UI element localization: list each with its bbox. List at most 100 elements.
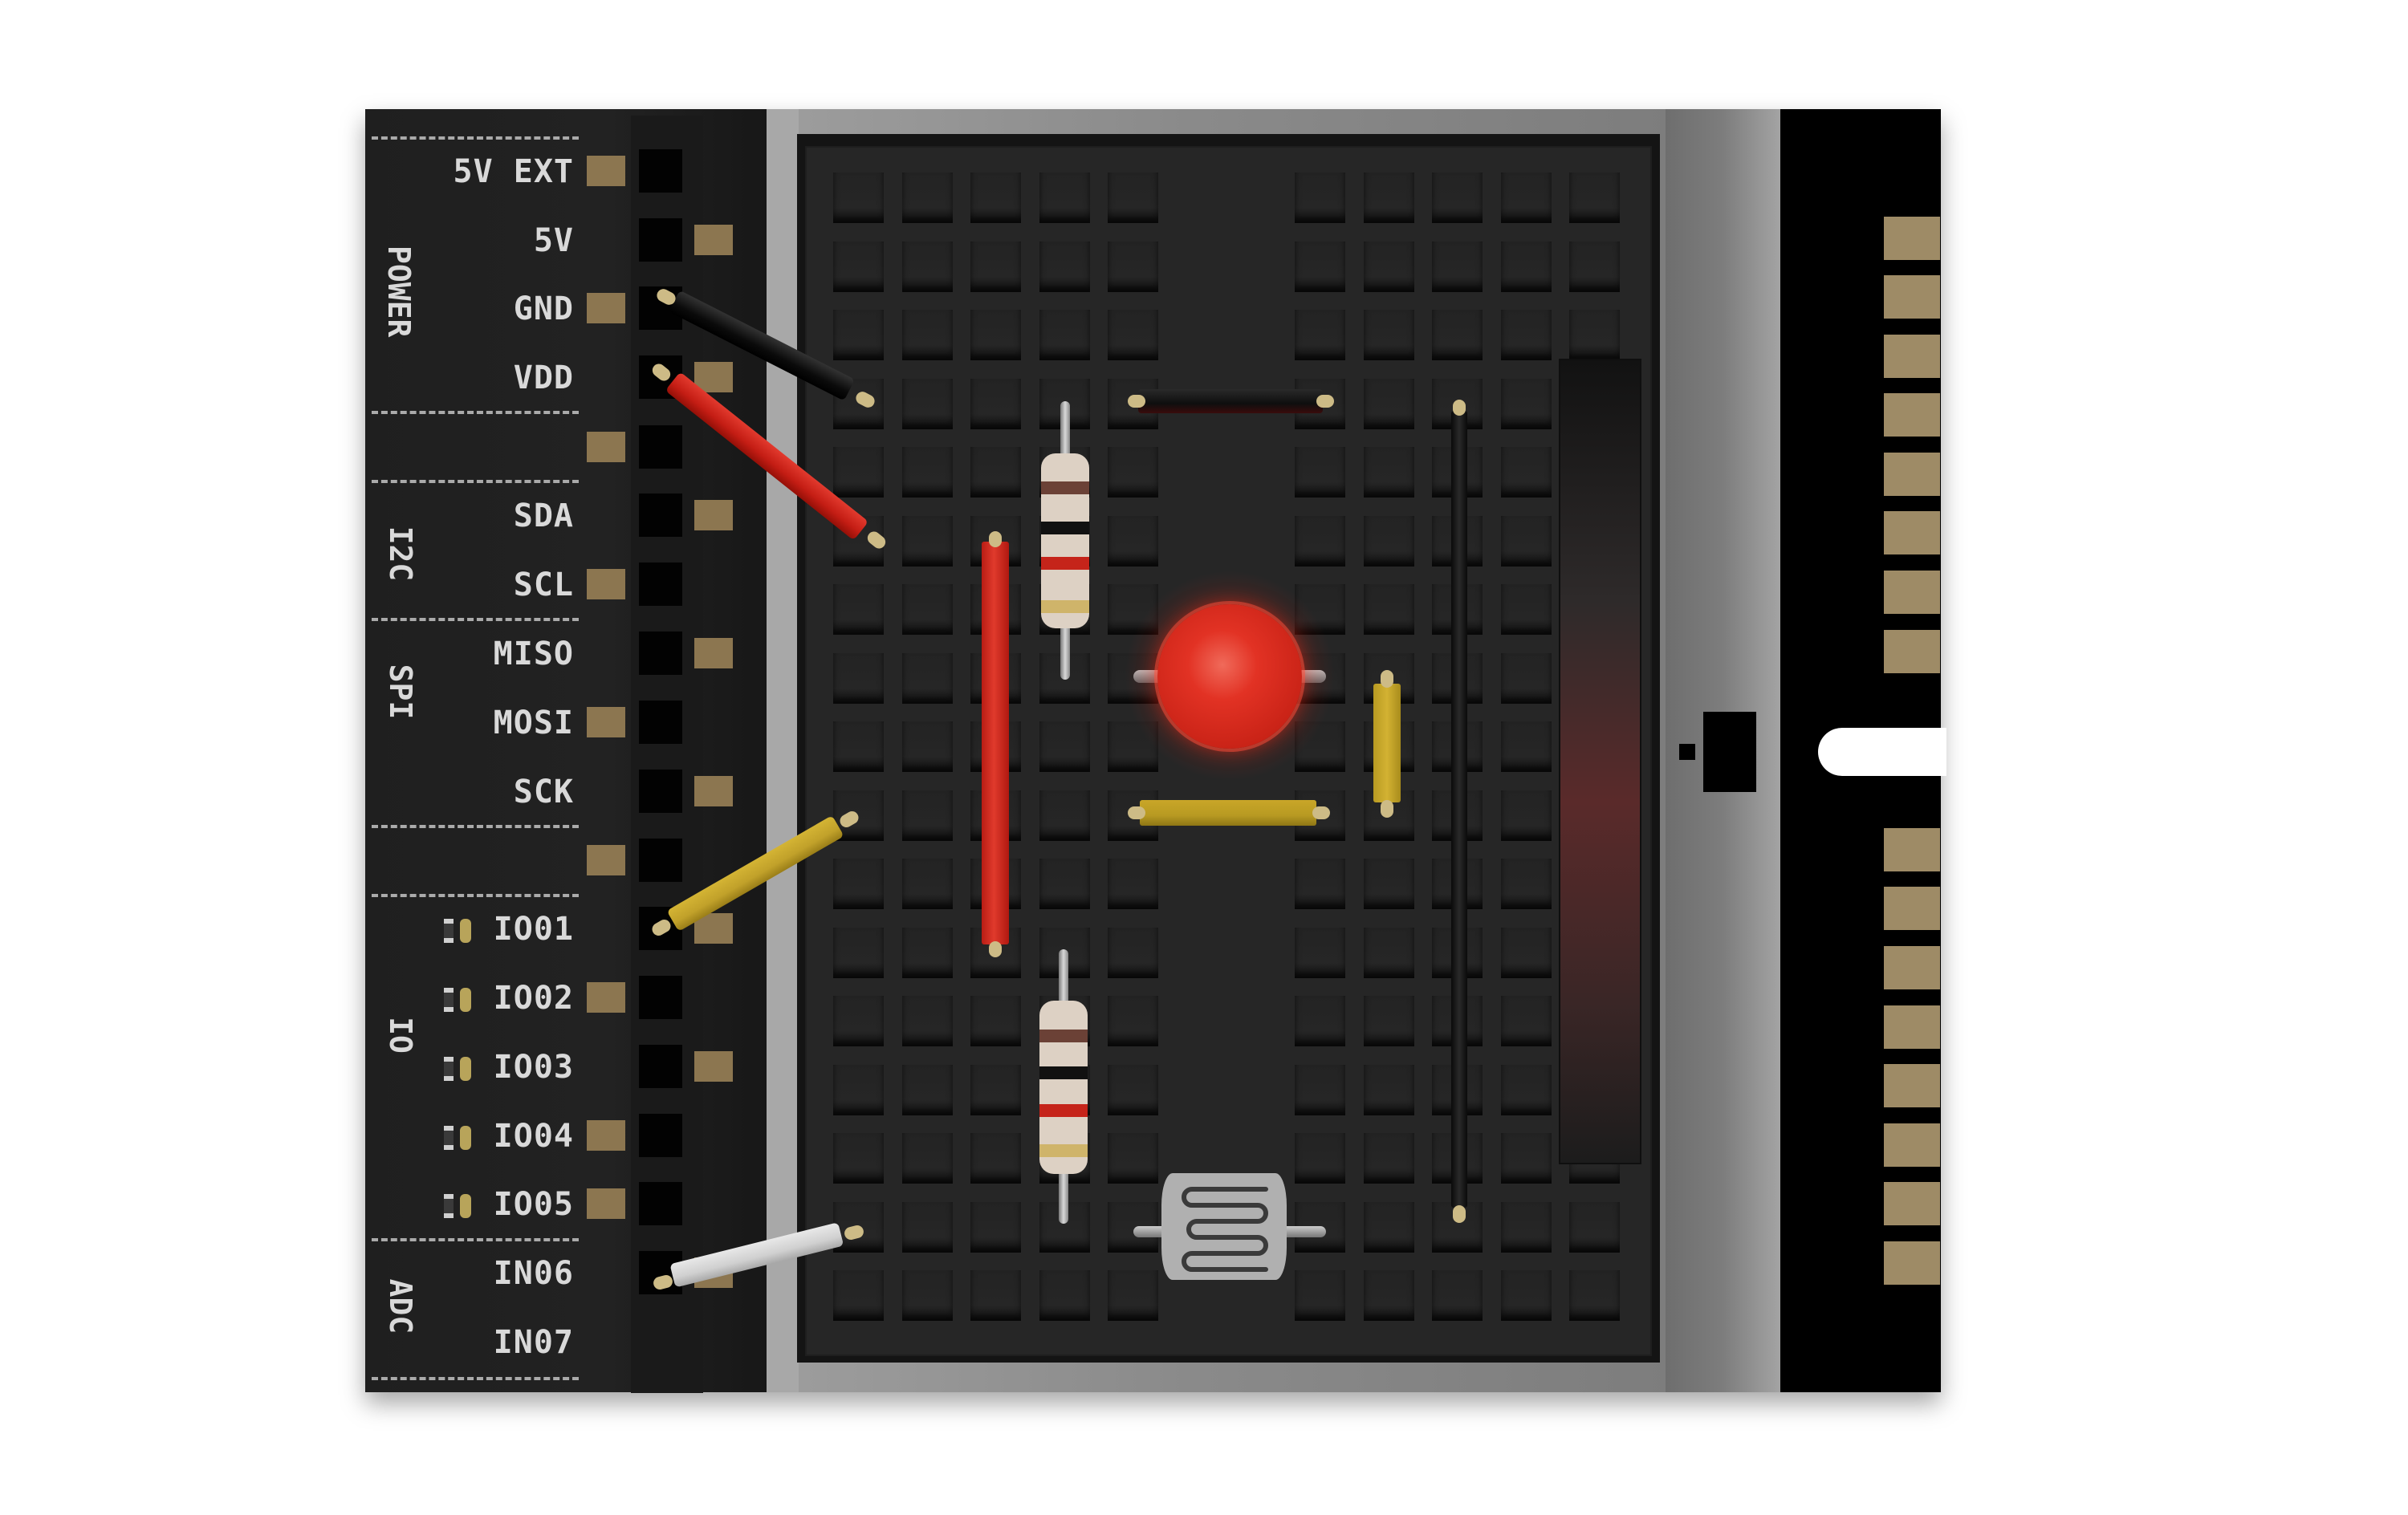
breadboard-hole[interactable] [833, 1270, 884, 1321]
breadboard-hole[interactable] [1569, 173, 1620, 223]
breadboard-hole[interactable] [902, 721, 953, 772]
header-socket[interactable] [639, 701, 682, 744]
resistor-2[interactable] [1039, 949, 1088, 1224]
header-socket[interactable] [639, 1182, 682, 1225]
breadboard-hole[interactable] [1039, 1270, 1090, 1321]
breadboard-hole[interactable] [1501, 378, 1552, 429]
breadboard-hole[interactable] [902, 241, 953, 292]
photoresistor[interactable] [1161, 1173, 1287, 1280]
header-socket[interactable] [639, 563, 682, 606]
breadboard-hole[interactable] [833, 859, 884, 909]
breadboard-hole[interactable] [1108, 859, 1158, 909]
red-led[interactable] [1157, 604, 1302, 749]
breadboard-hole[interactable] [1501, 652, 1552, 704]
breadboard-hole[interactable] [902, 996, 953, 1046]
breadboard-hole[interactable] [1295, 1064, 1345, 1115]
breadboard-hole[interactable] [1364, 1133, 1414, 1184]
breadboard-hole[interactable] [1501, 241, 1552, 292]
breadboard-hole[interactable] [1364, 1201, 1414, 1253]
breadboard-hole[interactable] [1039, 721, 1090, 772]
yellow-jumper-wire-vertical[interactable] [1373, 684, 1401, 802]
breadboard-hole[interactable] [1108, 173, 1158, 223]
header-socket[interactable] [639, 976, 682, 1019]
breadboard-hole[interactable] [970, 173, 1021, 223]
breadboard-hole[interactable] [833, 996, 884, 1046]
breadboard-hole[interactable] [1108, 927, 1158, 978]
breadboard-hole[interactable] [970, 310, 1021, 360]
red-jumper-wire[interactable] [982, 542, 1009, 944]
breadboard-hole[interactable] [1108, 310, 1158, 360]
breadboard-hole[interactable] [902, 515, 953, 567]
breadboard-hole[interactable] [1108, 996, 1158, 1046]
breadboard-hole[interactable] [902, 790, 953, 841]
breadboard-hole[interactable] [833, 241, 884, 292]
breadboard-hole[interactable] [1432, 241, 1483, 292]
breadboard-hole[interactable] [833, 447, 884, 498]
breadboard-hole[interactable] [902, 1201, 953, 1253]
breadboard-hole[interactable] [902, 173, 953, 223]
breadboard-hole[interactable] [1364, 515, 1414, 567]
breadboard-hole[interactable] [1295, 241, 1345, 292]
breadboard-hole[interactable] [902, 584, 953, 635]
breadboard-hole[interactable] [1108, 721, 1158, 772]
breadboard-hole[interactable] [833, 1064, 884, 1115]
breadboard-hole[interactable] [1501, 790, 1552, 841]
breadboard-hole[interactable] [1039, 859, 1090, 909]
breadboard-hole[interactable] [1108, 515, 1158, 567]
breadboard-hole[interactable] [1108, 241, 1158, 292]
breadboard-hole[interactable] [1295, 447, 1345, 498]
breadboard-hole[interactable] [1501, 310, 1552, 360]
breadboard-hole[interactable] [1501, 447, 1552, 498]
breadboard-hole[interactable] [1432, 310, 1483, 360]
breadboard-hole[interactable] [970, 1133, 1021, 1184]
header-socket[interactable] [639, 770, 682, 813]
breadboard-hole[interactable] [1364, 584, 1414, 635]
breadboard-hole[interactable] [1501, 584, 1552, 635]
header-socket[interactable] [639, 218, 682, 262]
breadboard-hole[interactable] [1501, 721, 1552, 772]
breadboard-hole[interactable] [1039, 790, 1090, 841]
breadboard-hole[interactable] [1364, 241, 1414, 292]
breadboard-hole[interactable] [902, 859, 953, 909]
breadboard-hole[interactable] [1569, 310, 1620, 360]
yellow-jumper-wire[interactable] [1140, 800, 1316, 826]
breadboard-hole[interactable] [1364, 996, 1414, 1046]
breadboard-hole[interactable] [1108, 584, 1158, 635]
breadboard-hole[interactable] [1108, 1064, 1158, 1115]
breadboard-hole[interactable] [1364, 173, 1414, 223]
breadboard-hole[interactable] [1364, 378, 1414, 429]
black-jumper-wire[interactable] [1138, 389, 1323, 413]
breadboard-hole[interactable] [1039, 310, 1090, 360]
header-socket[interactable] [639, 493, 682, 537]
breadboard-hole[interactable] [1569, 1270, 1620, 1321]
breadboard-hole[interactable] [1501, 1270, 1552, 1321]
header-socket[interactable] [639, 149, 682, 193]
black-jumper-wire-vertical[interactable] [1451, 411, 1467, 1208]
breadboard-hole[interactable] [1295, 996, 1345, 1046]
breadboard-hole[interactable] [970, 447, 1021, 498]
breadboard-hole[interactable] [970, 378, 1021, 429]
breadboard-hole[interactable] [902, 652, 953, 704]
header-socket[interactable] [639, 839, 682, 882]
breadboard-hole[interactable] [902, 1270, 953, 1321]
breadboard-hole[interactable] [1569, 241, 1620, 292]
breadboard-hole[interactable] [1364, 1064, 1414, 1115]
header-socket[interactable] [639, 632, 682, 675]
breadboard-hole[interactable] [1039, 173, 1090, 223]
breadboard-hole[interactable] [902, 378, 953, 429]
resistor-1[interactable] [1041, 401, 1089, 680]
breadboard-hole[interactable] [833, 721, 884, 772]
breadboard-hole[interactable] [1364, 859, 1414, 909]
breadboard-hole[interactable] [902, 447, 953, 498]
header-socket[interactable] [639, 1114, 682, 1157]
breadboard-hole[interactable] [1501, 1133, 1552, 1184]
breadboard-hole[interactable] [902, 310, 953, 360]
breadboard-hole[interactable] [1501, 515, 1552, 567]
breadboard-hole[interactable] [833, 927, 884, 978]
breadboard-hole[interactable] [902, 1133, 953, 1184]
breadboard-hole[interactable] [902, 1064, 953, 1115]
breadboard-hole[interactable] [1295, 1133, 1345, 1184]
breadboard-hole[interactable] [833, 173, 884, 223]
breadboard-hole[interactable] [1295, 1270, 1345, 1321]
breadboard-hole[interactable] [1108, 1133, 1158, 1184]
